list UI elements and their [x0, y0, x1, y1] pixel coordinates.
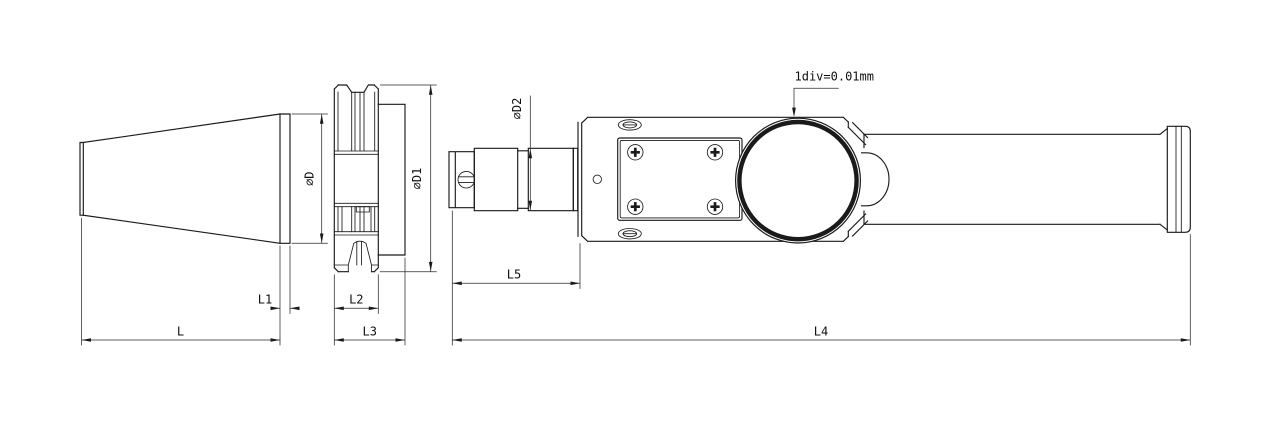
phillips-screw-icon	[706, 198, 724, 215]
dim-label-L: L	[177, 325, 184, 339]
annotation-dial-graduation: 1div=0.01mm	[792, 70, 874, 117]
indicator-body	[577, 116, 1191, 244]
dim-label-D1: ∅D1	[410, 168, 424, 190]
taper-shank-view	[79, 113, 291, 244]
dim-label-D: ∅D	[303, 171, 317, 185]
probe-tip	[448, 151, 476, 209]
dim-label-L5: L5	[507, 268, 521, 282]
dimension-L5: L5	[451, 210, 581, 346]
slotted-oval-screw-top	[617, 119, 642, 131]
dimension-L2: L2	[333, 274, 379, 346]
pin-hole	[592, 174, 602, 184]
phillips-screw-icon	[627, 198, 644, 215]
dimension-L3: L3	[333, 257, 406, 346]
dim-label-L1: L1	[258, 293, 272, 307]
face-plate	[617, 137, 743, 221]
probe-stem	[473, 147, 579, 212]
dim-label-L4: L4	[814, 325, 828, 339]
dimension-L4: L4	[451, 234, 1191, 346]
dimension-L: L	[81, 218, 281, 346]
dimension-D1: ∅D1	[379, 84, 437, 273]
dial-indicator-bezel	[734, 117, 861, 244]
handle-tube	[863, 127, 1169, 231]
flange-view	[333, 84, 406, 273]
end-cap	[1166, 125, 1191, 233]
body-handle-transition	[847, 121, 890, 238]
dimension-D2: ∅D2	[510, 95, 533, 211]
dim-label-D2: ∅D2	[510, 98, 524, 120]
dim-label-L2: L2	[349, 293, 363, 307]
indicator-unit-view	[448, 116, 1191, 244]
annotation-text: 1div=0.01mm	[795, 70, 874, 84]
phillips-screw-icon	[627, 144, 644, 161]
phillips-screw-icon	[706, 144, 724, 161]
dimension-L1: L1	[258, 245, 300, 346]
dim-label-L3: L3	[362, 325, 376, 339]
slotted-screw-icon	[457, 170, 476, 189]
slotted-oval-screw-bottom	[617, 228, 642, 240]
dimension-D: ∅D	[291, 113, 328, 244]
